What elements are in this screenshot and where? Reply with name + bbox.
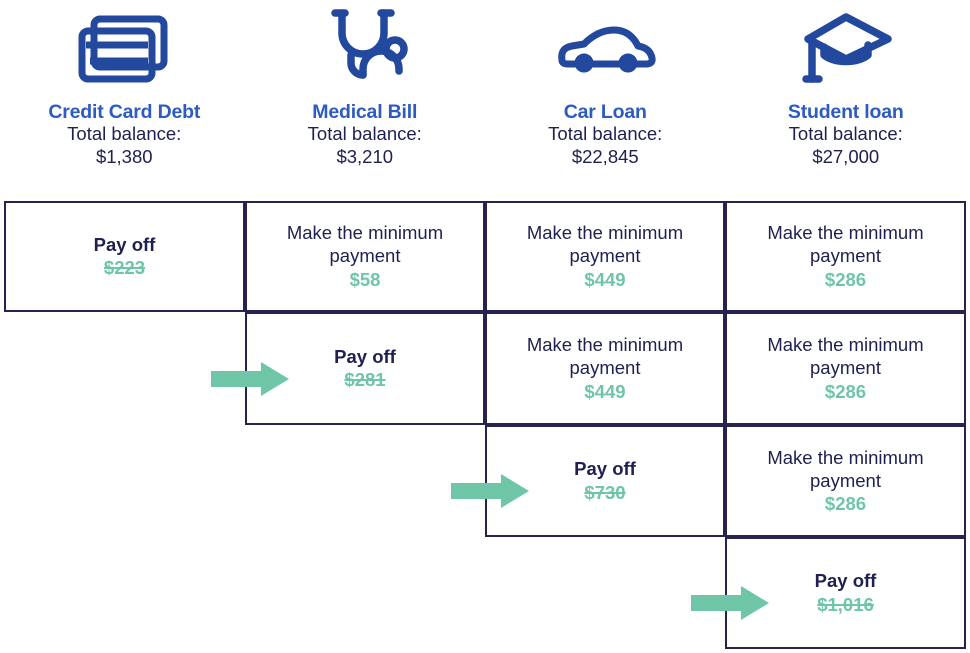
cell-amount: $449 xyxy=(584,268,626,290)
cell-action: Make the minimum payment xyxy=(526,334,684,379)
cell-amount: $223 xyxy=(103,257,146,279)
stethoscope-icon xyxy=(317,0,413,100)
table-row-1-cell-car-loan: Make the minimum payment $449 xyxy=(485,201,725,312)
balance-label: Total balance: xyxy=(548,123,663,145)
table-row-3-cell-car-loan: Pay off $730 xyxy=(485,425,725,537)
balance-value: $3,210 xyxy=(336,145,394,167)
debt-column-credit-card-debt: Credit Card Debt Total balance: $1,380 xyxy=(4,0,245,198)
debt-column-medical-bill: Medical Bill Total balance: $3,210 xyxy=(245,0,486,198)
cell-action: Pay off xyxy=(93,233,156,255)
car-icon xyxy=(552,0,658,100)
table-row-2-cell-medical-bill: Pay off $281 xyxy=(245,312,485,425)
balance-label: Total balance: xyxy=(307,123,422,145)
cell-action: Pay off xyxy=(574,458,636,480)
table-row-2-cell-car-loan: Make the minimum payment $449 xyxy=(485,312,725,425)
cell-amount: $281 xyxy=(344,369,386,391)
balance-label: Total balance: xyxy=(67,123,182,145)
cell-amount: $286 xyxy=(824,380,867,402)
arrow-to-medical-bill-payoff xyxy=(211,362,289,396)
cell-amount: $286 xyxy=(824,493,867,515)
table-row-1-cell-credit-card: Pay off $223 xyxy=(4,201,245,312)
credit-cards-icon xyxy=(76,0,172,100)
cell-action: Make the minimum payment xyxy=(767,222,924,267)
table-row-1-cell-student-loan: Make the minimum payment $286 xyxy=(725,201,966,312)
debt-column-student-loan: Student loan Total balance: $27,000 xyxy=(726,0,967,198)
balance-value: $27,000 xyxy=(812,145,880,167)
cell-amount: $286 xyxy=(824,268,867,290)
table-row-2-cell-student-loan: Make the minimum payment $286 xyxy=(725,312,966,425)
graduation-cap-icon xyxy=(798,0,894,100)
table-row-1-cell-medical-bill: Make the minimum payment $58 xyxy=(245,201,485,312)
cell-action: Make the minimum payment xyxy=(286,222,444,267)
cell-action: Pay off xyxy=(814,570,877,592)
table-row-4-cell-student-loan: Pay off $1,016 xyxy=(725,537,966,649)
debt-title: Medical Bill xyxy=(312,101,418,123)
debt-column-headers: Credit Card Debt Total balance: $1,380 xyxy=(4,0,966,198)
cell-amount: $730 xyxy=(584,481,626,503)
cell-action: Make the minimum payment xyxy=(767,334,924,379)
cell-amount: $1,016 xyxy=(817,593,874,615)
debt-title: Credit Card Debt xyxy=(48,101,201,123)
debt-title: Student loan xyxy=(787,101,904,123)
table-row-3-cell-student-loan: Make the minimum payment $286 xyxy=(725,425,966,537)
cell-action: Make the minimum payment xyxy=(767,446,924,491)
balance-label: Total balance: xyxy=(788,123,903,145)
arrow-to-car-loan-payoff xyxy=(451,474,529,508)
arrow-to-student-loan-payoff xyxy=(691,586,769,620)
balance-value: $22,845 xyxy=(571,145,639,167)
debt-title: Car Loan xyxy=(563,101,647,123)
balance-value: $1,380 xyxy=(95,145,153,167)
cell-amount: $58 xyxy=(349,268,381,290)
cell-action: Make the minimum payment xyxy=(526,222,684,267)
cell-action: Pay off xyxy=(334,345,396,367)
debt-column-car-loan: Car Loan Total balance: $22,845 xyxy=(485,0,726,198)
cell-amount: $449 xyxy=(584,380,626,402)
